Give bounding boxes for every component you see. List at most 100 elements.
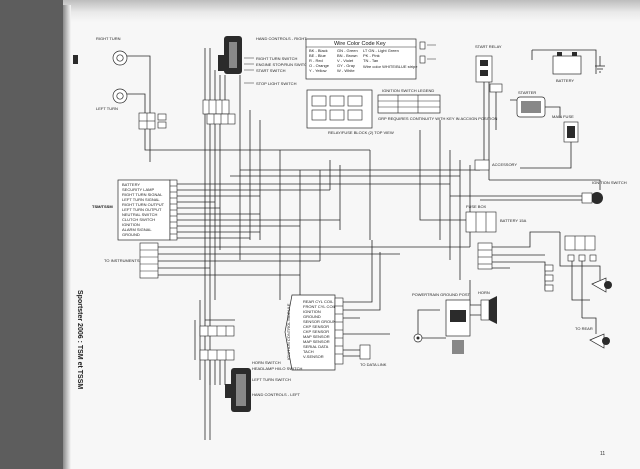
tsm-pin: ALARM SIGNAL bbox=[122, 227, 152, 232]
rear-lamp-connector bbox=[564, 235, 597, 262]
to-instruments: TO INSTRUMENTS bbox=[104, 242, 159, 279]
page-top-shadow bbox=[63, 0, 640, 22]
left-controls-connector-lower bbox=[199, 349, 235, 361]
hand-controls-left-label: HAND CONTROLS - LEFT bbox=[252, 392, 301, 397]
spine-title: Sportster 2006 : TSM et TSSM bbox=[76, 290, 83, 389]
tsm-pin: SECURITY LAMP bbox=[122, 187, 154, 192]
left-hand-control bbox=[225, 368, 251, 412]
wire-color-key: Wire Color Code Key BK - Black BE - Blue… bbox=[305, 38, 418, 80]
to-instruments-label: TO INSTRUMENTS bbox=[104, 258, 140, 263]
icm-pin: V-SENSOR bbox=[303, 354, 324, 359]
tsm-pin: IGNITION bbox=[122, 222, 140, 227]
rear-lighting-connector bbox=[477, 242, 493, 270]
right-turn-label: RIGHT TURN bbox=[96, 36, 121, 41]
key-entry: W - White bbox=[337, 68, 355, 73]
right-controls-connector bbox=[202, 99, 230, 115]
icm-pin: FRONT CYL COIL bbox=[303, 304, 337, 309]
to-rear-label: TO REAR bbox=[575, 326, 593, 331]
accessory-connector: ACCESSORY bbox=[474, 159, 517, 171]
key-entry: GY - Gray bbox=[337, 63, 355, 68]
stop-light-switch-label: STOP LIGHT SWITCH bbox=[256, 81, 297, 86]
icm-pin: REAR CYL COIL bbox=[303, 299, 334, 304]
icm-label: IGNITION CONTROL MODULE bbox=[286, 303, 291, 360]
icm-pin: SENSOR GROUND bbox=[303, 319, 339, 324]
accessory-label: ACCESSORY bbox=[492, 162, 517, 167]
ignition-legend-note: GRP REQUIRES CONTINUITY WITH KEY IN ACC/… bbox=[378, 116, 497, 121]
key-entry: V - Violet bbox=[337, 58, 354, 63]
start-relay: START RELAY bbox=[475, 44, 502, 83]
right-turn-lamp: RIGHT TURN bbox=[96, 36, 128, 66]
engine-stop-run-switch-label: ENGINE STOP/RUN SWITCH bbox=[256, 62, 310, 67]
icm-connector bbox=[334, 297, 344, 365]
ground-block bbox=[445, 299, 471, 354]
ignition-switch-label: IGNITION SWITCH bbox=[592, 180, 627, 185]
right-hand-control bbox=[218, 36, 242, 74]
hand-controls-right-label: HAND CONTROLS - RIGHT bbox=[256, 36, 307, 41]
key-entry: PK - Pink bbox=[363, 53, 380, 58]
to-data-link-label: TO DATA LINK bbox=[360, 362, 387, 367]
starter-label: STARTER bbox=[518, 90, 536, 95]
data-link-connector: TO DATA LINK bbox=[359, 344, 387, 367]
ignition-legend-title: IGNITION SWITCH LEGEND bbox=[382, 88, 434, 93]
horn-switch-label: HORN SWITCH bbox=[252, 360, 281, 365]
icm-pin: CKP SENSOR bbox=[303, 324, 329, 329]
fuse-box: FUSE BOX BATTERY 15A bbox=[465, 204, 527, 233]
key-entry: BN - Brown bbox=[337, 53, 357, 58]
horn-label: HORN bbox=[478, 290, 490, 295]
tsm-pin: NEUTRAL SWITCH bbox=[122, 212, 158, 217]
page-gutter-shadow bbox=[63, 5, 71, 469]
key-entry: TN - Tan bbox=[363, 58, 378, 63]
spine-mark bbox=[73, 55, 78, 64]
key-entry: LT GN - Light Green bbox=[363, 48, 399, 53]
ignition-control-module: IGNITION CONTROL MODULE REAR CYL COIL FR… bbox=[284, 294, 339, 371]
key-entry: BK - Black bbox=[309, 48, 328, 53]
tsm-label: TSM/TSSM bbox=[92, 204, 113, 209]
ground-symbol bbox=[595, 56, 605, 73]
turn-lamp-connector bbox=[138, 112, 156, 130]
tsm-pin: LEFT TURN SIGNAL bbox=[122, 197, 160, 202]
relay-fuse-block-label: RELAY/FUSE BLOCK (2) TOP VIEW bbox=[328, 130, 394, 135]
ignition-switch: IGNITION SWITCH bbox=[581, 180, 627, 204]
tsm-pin: GROUND bbox=[122, 232, 140, 237]
start-relay-label: START RELAY bbox=[475, 44, 502, 49]
key-note: Wire color WHITE/BLUE stripe bbox=[363, 64, 418, 69]
rear-right-turn-lamp bbox=[591, 277, 612, 293]
left-turn-label: LEFT TURN bbox=[96, 106, 118, 111]
battery-fuse-label: BATTERY 15A bbox=[500, 218, 527, 223]
stop-light-connector bbox=[206, 113, 236, 125]
icm-pin: IGNITION bbox=[303, 309, 321, 314]
rear-left-turn-lamp bbox=[589, 333, 610, 349]
icm-pin: SERIAL DATA bbox=[303, 344, 329, 349]
left-turn-switch-label: LEFT TURN SWITCH bbox=[252, 377, 291, 382]
key-entry: BE - Blue bbox=[309, 53, 327, 58]
icm-pin: GROUND bbox=[303, 314, 321, 319]
icm-pin: MAP SENSOR bbox=[303, 334, 330, 339]
fuse-box-label: FUSE BOX bbox=[466, 204, 487, 209]
horn: HORN bbox=[478, 290, 497, 324]
relay-fuse-block: RELAY/FUSE BLOCK (2) TOP VIEW bbox=[306, 89, 394, 135]
tsm-module: TSM/TSSM BATTERY SECURITY LAMP RIGHT TUR… bbox=[92, 179, 171, 241]
main-fuse: MAIN FUSE bbox=[552, 114, 579, 143]
right-connectors-stack bbox=[544, 264, 554, 292]
left-turn-lamp: LEFT TURN bbox=[96, 88, 128, 111]
wire-key-title: Wire Color Code Key bbox=[334, 41, 386, 47]
tsm-pin: BATTERY bbox=[122, 182, 140, 187]
battery-label: BATTERY bbox=[556, 78, 574, 83]
battery: BATTERY bbox=[552, 52, 582, 83]
page-number: 11 bbox=[600, 451, 605, 457]
key-entry: GN - Green bbox=[337, 48, 358, 53]
icm-pin: MAP SENSOR bbox=[303, 339, 330, 344]
main-fuse-label: MAIN FUSE bbox=[552, 114, 574, 119]
powertrain-ground-label: POWERTRAIN GROUND POST bbox=[412, 292, 470, 297]
key-entry: Y - Yellow bbox=[309, 68, 327, 73]
tsm-pin: CLUTCH SWITCH bbox=[122, 217, 155, 222]
ignition-switch-legend: IGNITION SWITCH LEGEND GRP REQUIRES CONT… bbox=[377, 88, 497, 121]
icm-pin: CKP SENSOR bbox=[303, 329, 329, 334]
right-turn-switch-label: RIGHT TURN SWITCH bbox=[256, 56, 298, 61]
tsm-pin: RIGHT TURN OUTPUT bbox=[122, 202, 165, 207]
starter: STARTER bbox=[516, 90, 546, 118]
left-controls-connector-upper bbox=[199, 325, 235, 337]
key-entry: R - Red bbox=[309, 58, 323, 63]
